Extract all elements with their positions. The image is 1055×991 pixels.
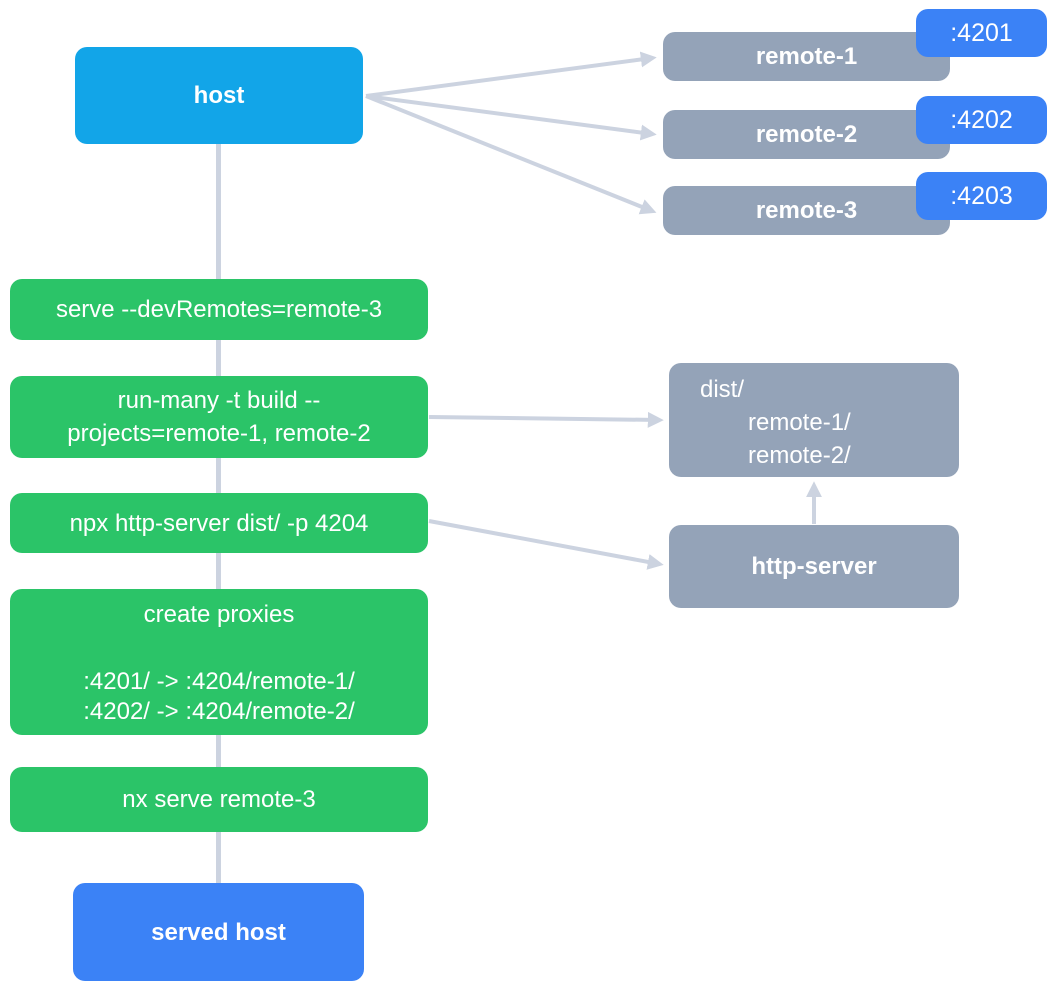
served-host-node: served host [73,883,364,981]
dist-folder-node: dist/ remote-1/ remote-2/ [669,363,959,477]
remote-3-label: remote-3 [755,197,858,224]
step-nx-serve-label: nx serve remote-3 [122,786,316,813]
proxy-mapping-4201: :4201/ -> :4204/remote-1/ [83,668,355,695]
step-npx-http-server: npx http-server dist/ -p 4204 [10,493,428,553]
remote-3-node: remote-3 [663,186,950,235]
runmany-to-dist-arrow [428,411,664,428]
step-serve-dev-remotes: serve --devRemotes=remote-3 [10,279,428,340]
step-run-many-line-2: projects=remote-1, remote-2 [67,420,371,447]
host-to-remote-3-arrow [365,94,657,215]
dist-root-label: dist/ [700,376,745,403]
host-to-remote-1-arrow [365,51,657,98]
create-proxies-title: create proxies [143,601,295,628]
dist-remote-2-label: remote-2/ [748,442,851,469]
host-label: host [193,82,245,109]
step-run-many-build: run-many -t build -- projects=remote-1, … [10,376,428,458]
remote-2-port: :4202 [950,105,1013,134]
step-run-many-line-1: run-many -t build -- [117,387,321,414]
step-nx-serve-remote-3: nx serve remote-3 [10,767,428,832]
step-serve-label: serve --devRemotes=remote-3 [55,296,383,323]
dist-remote-1-label: remote-1/ [748,409,851,436]
remote-3-port-badge: :4203 [916,172,1047,220]
httpserver-cmd-to-httpserver-arrow [428,519,664,570]
served-host-label: served host [151,918,286,946]
remote-1-port-badge: :4201 [916,9,1047,57]
proxy-mappings: :4201/ -> :4204/remote-1/ :4202/ -> :420… [83,667,355,727]
http-server-node: http-server [669,525,959,608]
remote-1-port: :4201 [950,18,1013,47]
remote-3-port: :4203 [950,181,1013,210]
http-server-label: http-server [751,553,877,580]
remote-2-node: remote-2 [663,110,950,159]
remote-2-label: remote-2 [755,121,858,148]
proxy-mapping-4202: :4202/ -> :4204/remote-2/ [83,698,355,725]
step-npx-http-server-label: npx http-server dist/ -p 4204 [69,509,369,537]
host-to-remote-2-arrow [365,94,657,141]
remote-1-node: remote-1 [663,32,950,81]
remote-1-label: remote-1 [755,43,858,70]
host-node: host [75,47,363,144]
step-create-proxies: create proxies :4201/ -> :4204/remote-1/… [10,589,428,735]
remote-2-port-badge: :4202 [916,96,1047,144]
